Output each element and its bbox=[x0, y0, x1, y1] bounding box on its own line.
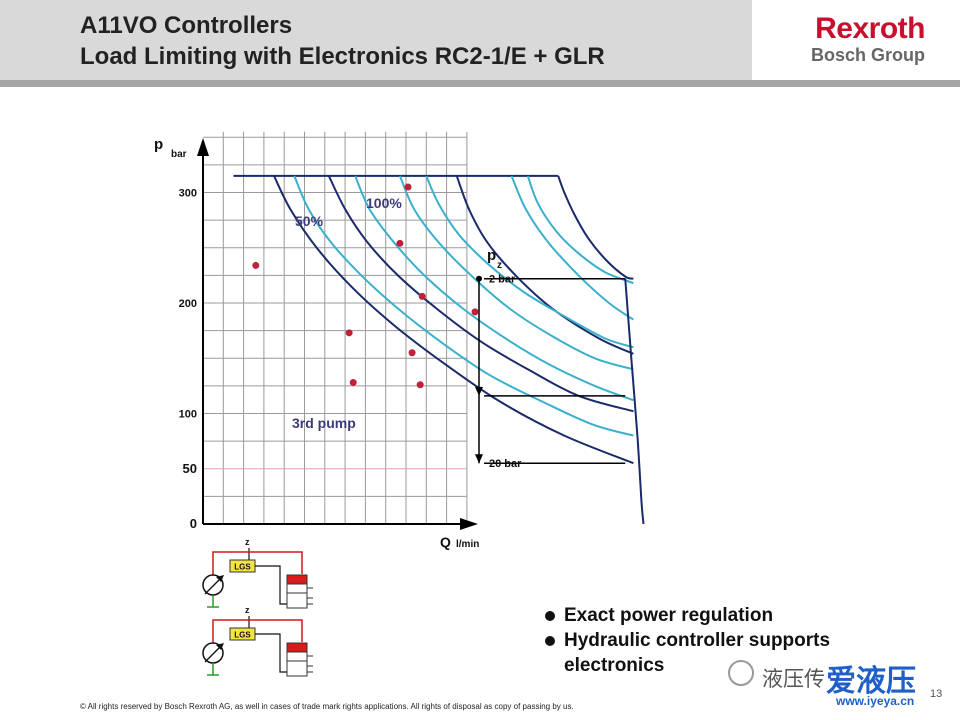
power-curve-light bbox=[398, 175, 634, 371]
x-axis-arrow bbox=[460, 518, 478, 530]
operating-point-marker bbox=[396, 239, 404, 247]
y-tick-label: 0 bbox=[190, 516, 197, 531]
logo-subtitle: Bosch Group bbox=[810, 45, 925, 65]
control-line bbox=[255, 633, 292, 673]
pz-label: p bbox=[487, 247, 496, 264]
operating-point-marker bbox=[349, 379, 357, 387]
bullet-text: Hydraulic controller supports electronic… bbox=[564, 630, 831, 676]
power-curve-dark bbox=[624, 278, 645, 525]
curve-label-50: 50% bbox=[295, 213, 324, 229]
y-axis-label: p bbox=[154, 136, 163, 153]
operating-point-marker bbox=[408, 349, 416, 357]
header-rule bbox=[0, 80, 960, 87]
watermark-brand: 爱液压 bbox=[826, 665, 916, 698]
pump-arrow-head bbox=[216, 643, 224, 650]
power-curve-light bbox=[510, 175, 634, 321]
y-axis-unit: bar bbox=[171, 149, 187, 160]
title-bar: A11VO Controllers Load Limiting with Ele… bbox=[0, 0, 752, 80]
page-number: 13 bbox=[930, 688, 943, 700]
control-cylinder-middle bbox=[286, 651, 308, 662]
pz-subscript: z bbox=[497, 260, 502, 271]
power-curve-dark bbox=[557, 175, 634, 280]
control-cylinder-top bbox=[286, 574, 308, 585]
curve-label-3rd-pump: 3rd pump bbox=[292, 415, 356, 431]
y-axis-arrow bbox=[197, 138, 209, 156]
title-line-2: Load Limiting with Electronics RC2-1/E +… bbox=[80, 43, 605, 70]
y-tick-label: 100 bbox=[179, 409, 197, 421]
x-axis-label: Q bbox=[440, 534, 451, 550]
pz-arrow-head bbox=[475, 454, 483, 464]
pz-top-dot bbox=[476, 275, 482, 282]
control-cylinder-middle bbox=[286, 583, 308, 594]
copyright-footer: © All rights reserved by Bosch Rexroth A… bbox=[80, 702, 574, 711]
z-port-label: z bbox=[245, 537, 250, 547]
pz-arrow-head bbox=[475, 386, 483, 396]
watermark-text: 液压传 bbox=[762, 668, 825, 691]
pump-arrow-head bbox=[216, 575, 224, 582]
control-cylinder-bottom bbox=[286, 592, 308, 609]
rexroth-logo: Rexroth Bosch Group bbox=[752, 0, 960, 80]
operating-point-marker bbox=[252, 261, 260, 269]
power-curve-dark bbox=[455, 175, 634, 355]
pressure-line-red bbox=[212, 619, 303, 651]
chart-markers bbox=[252, 183, 479, 389]
power-curve-light bbox=[425, 175, 634, 349]
wechat-icon bbox=[728, 660, 754, 686]
bullet-text: Exact power regulation bbox=[564, 605, 774, 626]
power-curve-light bbox=[354, 175, 634, 402]
power-curve-dark bbox=[327, 175, 634, 413]
curve-label-100: 100% bbox=[366, 195, 402, 211]
z-port-label: z bbox=[245, 605, 250, 615]
operating-point-marker bbox=[416, 381, 424, 389]
y-tick-label: 50 bbox=[183, 461, 197, 476]
control-cylinder-top bbox=[286, 642, 308, 653]
bullet-dot bbox=[545, 611, 555, 621]
chart-curves bbox=[233, 174, 645, 525]
lgs-valve-label: LGS bbox=[234, 563, 251, 572]
bullet-item: Exact power regulation bbox=[545, 603, 864, 628]
bullet-dot bbox=[545, 636, 555, 646]
y-tick-label: 300 bbox=[179, 188, 197, 200]
title-line-1: A11VO Controllers bbox=[80, 12, 293, 39]
operating-point-marker bbox=[345, 329, 353, 337]
lgs-valve-label: LGS bbox=[234, 631, 251, 640]
control-line bbox=[255, 565, 292, 605]
operating-point-marker bbox=[404, 183, 412, 191]
x-axis-unit: l/min bbox=[456, 539, 479, 550]
chart-axes bbox=[197, 138, 478, 530]
power-curve-light bbox=[293, 175, 634, 437]
operating-point-marker bbox=[471, 308, 479, 316]
pressure-line-red bbox=[212, 551, 303, 583]
y-tick-label: 200 bbox=[179, 298, 197, 310]
power-curve-dark bbox=[273, 175, 634, 465]
power-curve-light bbox=[526, 175, 634, 285]
logo-wordmark: Rexroth bbox=[815, 12, 925, 45]
pz-level-label: 2 bar bbox=[489, 274, 516, 286]
bullet-item: Hydraulic controller supports electronic… bbox=[545, 628, 864, 678]
operating-point-marker bbox=[418, 292, 426, 300]
bullet-list: Exact power regulation Hydraulic control… bbox=[545, 603, 864, 678]
pz-level-label: 20 bar bbox=[489, 458, 522, 470]
pz-scale bbox=[475, 275, 626, 464]
control-cylinder-bottom bbox=[286, 660, 308, 677]
watermark-url: www.iyeya.cn bbox=[836, 694, 915, 708]
